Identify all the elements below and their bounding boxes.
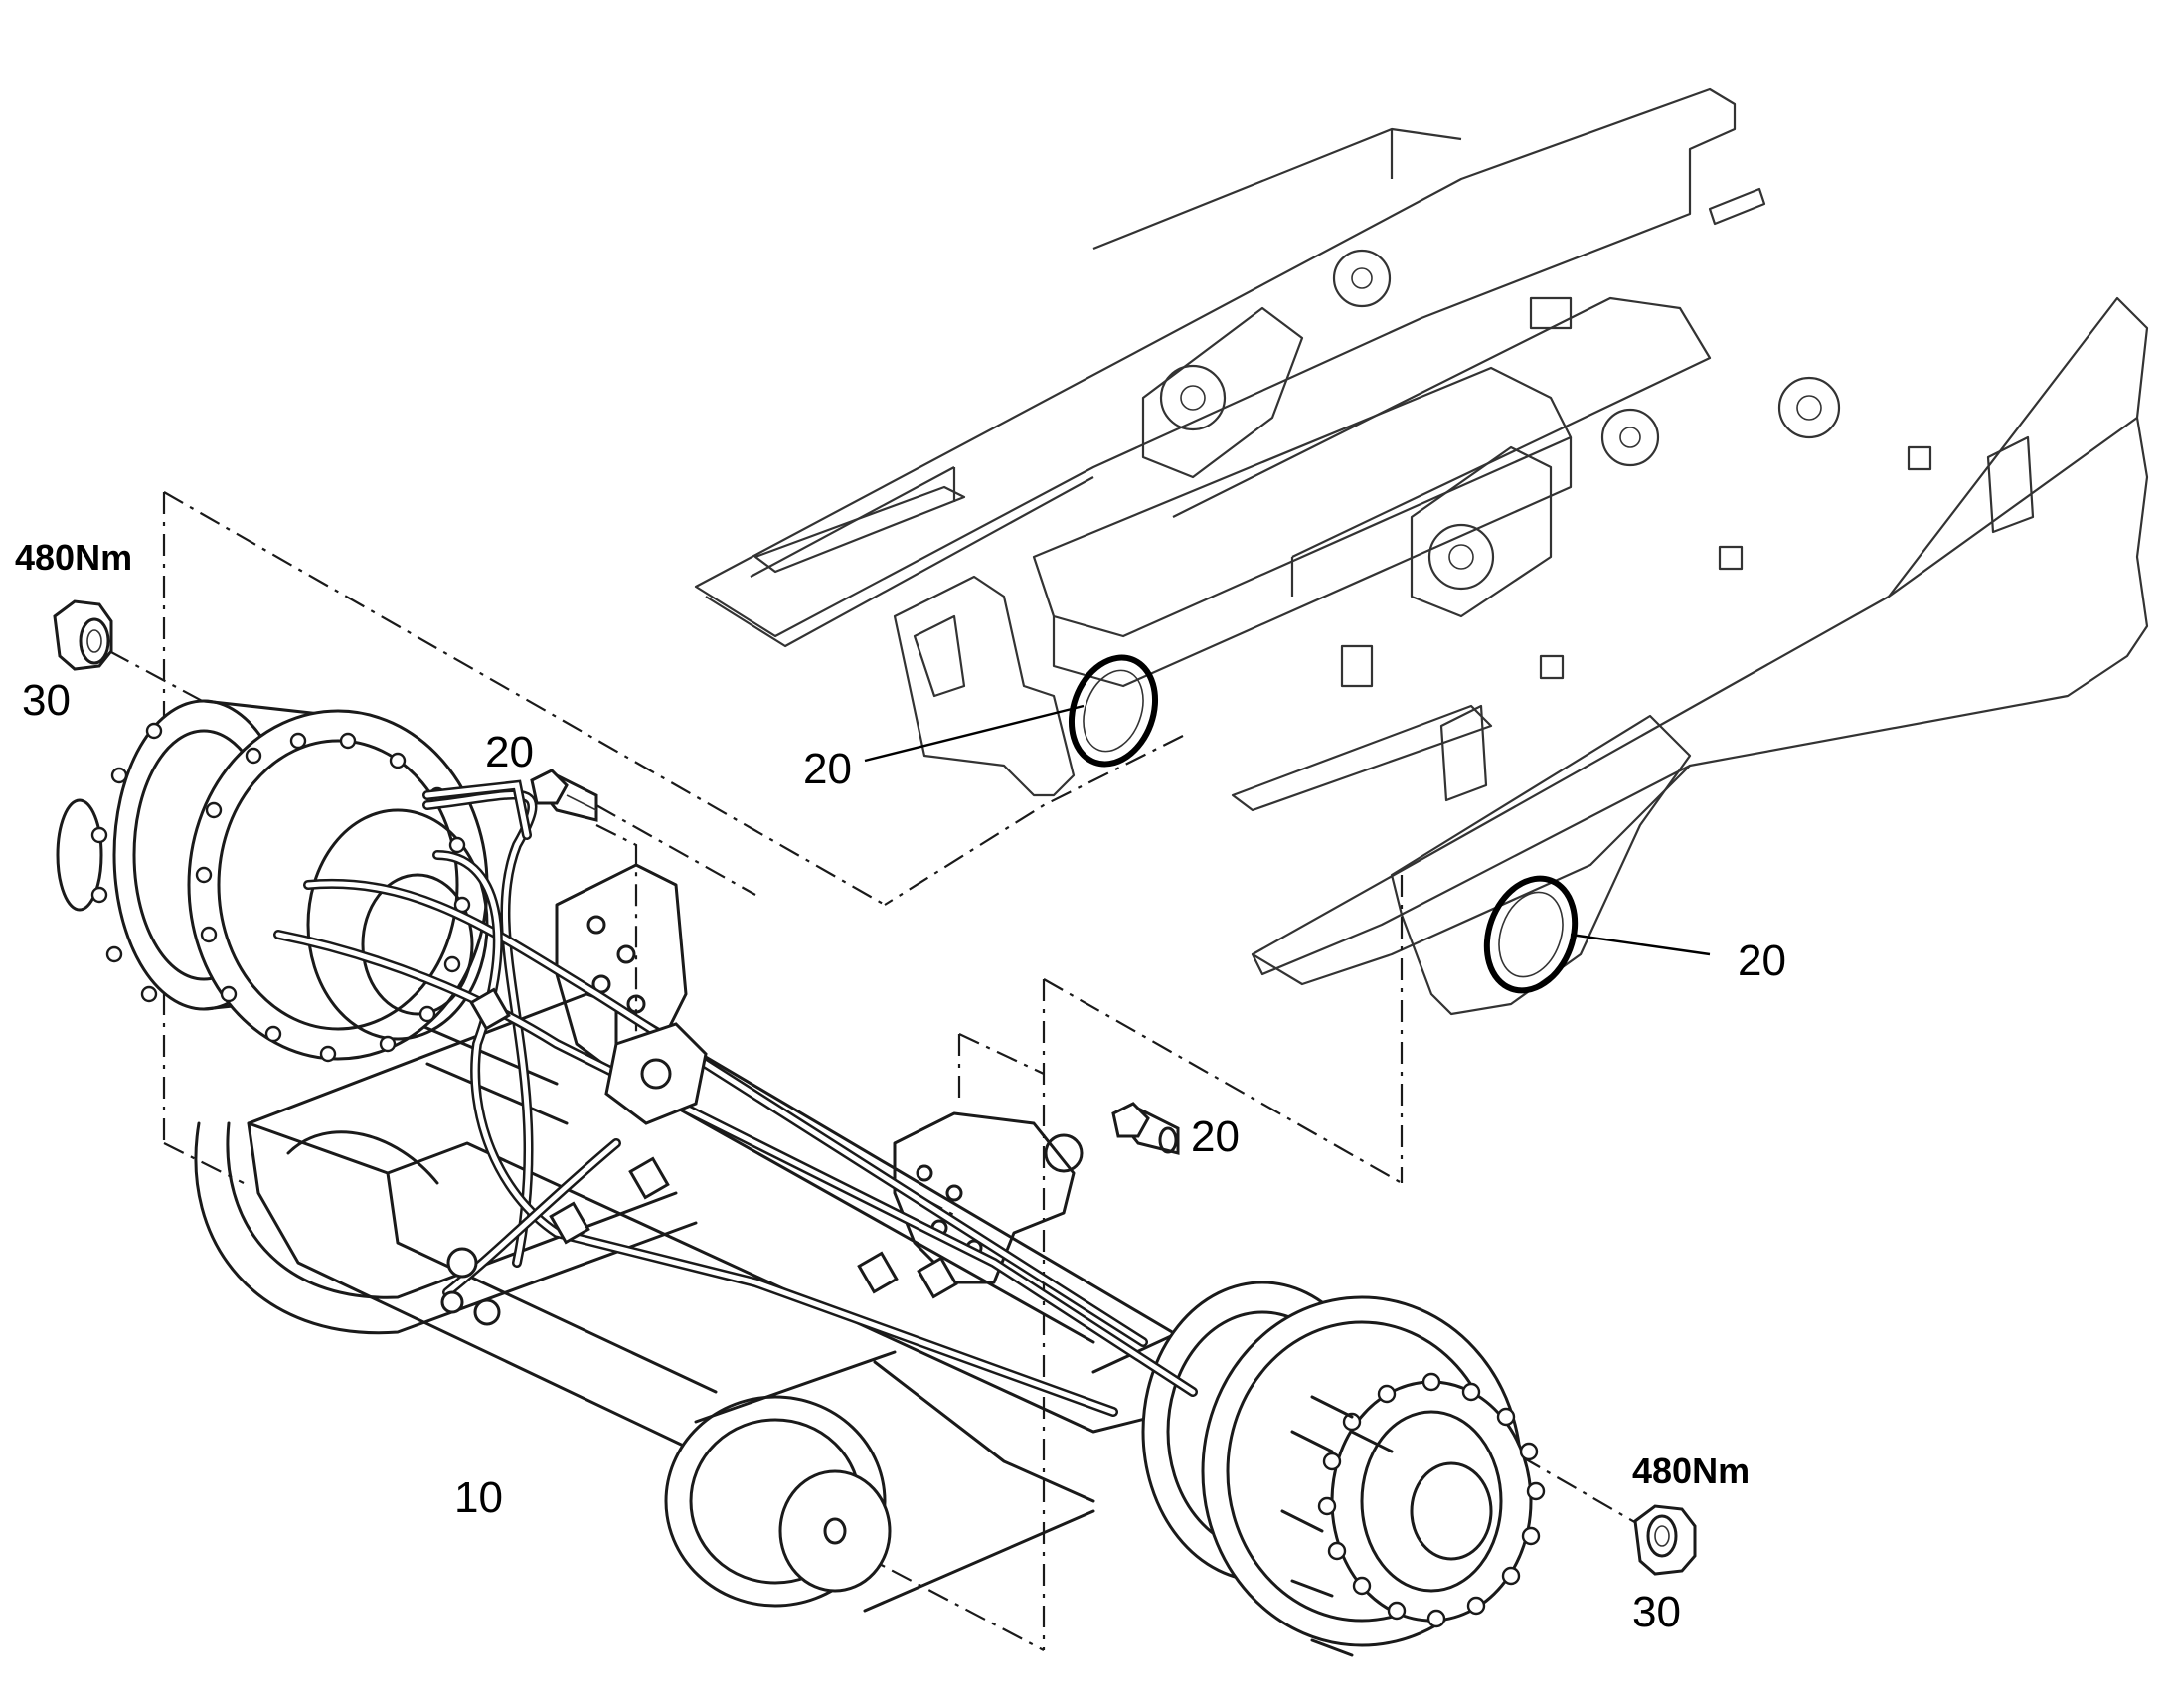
frame-bushing-left <box>1068 654 1159 768</box>
hex-bolt-icon <box>1111 1102 1180 1155</box>
torque-label-right: 480Nm <box>1632 1451 1751 1491</box>
hex-bolt-icon <box>530 769 598 822</box>
leader-lines <box>864 704 1711 956</box>
callout-axle: 10 <box>454 1473 503 1522</box>
torque-label-left: 480Nm <box>15 537 133 578</box>
hex-nut-icon <box>53 599 113 671</box>
hydraulic-hoses <box>273 779 1198 1417</box>
callout-nut-left: 30 <box>22 676 71 725</box>
frame-bushing-right <box>1483 875 1579 994</box>
callout-bushing-frame-right: 20 <box>1738 937 1786 985</box>
axle-assembly <box>56 699 1546 1657</box>
hex-nut-icon <box>1633 1504 1697 1576</box>
callout-bolt-lower: 20 <box>1191 1112 1240 1161</box>
callout-bolt-upper: 20 <box>485 728 534 776</box>
chassis-frame <box>694 87 2149 1183</box>
callout-bushing-frame-left: 20 <box>803 745 852 793</box>
callout-nut-right: 30 <box>1632 1588 1681 1636</box>
